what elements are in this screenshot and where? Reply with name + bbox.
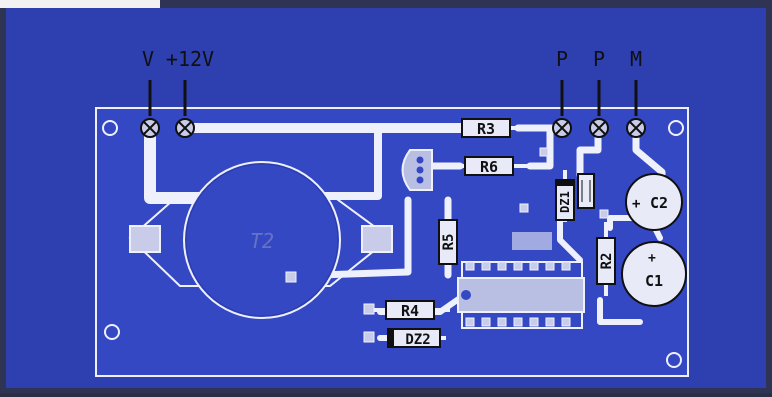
mount-pad-left <box>129 225 161 253</box>
mount-pad-right <box>361 225 393 253</box>
c2-plus: + <box>632 196 640 212</box>
c1-plus: + <box>648 251 656 266</box>
trace-ground <box>597 297 643 325</box>
dz2-label: DZ2 <box>405 332 430 348</box>
resistor-r2: R2 <box>596 222 616 296</box>
terminal-leaders <box>148 80 638 116</box>
label-p2: P <box>593 47 605 71</box>
capacitor-small <box>577 173 595 209</box>
r4-label: R4 <box>401 302 419 320</box>
ic-pins-bottom <box>465 317 571 327</box>
trace-r6-right <box>526 124 554 170</box>
c2-label: C2 <box>650 194 668 212</box>
label-p1: P <box>556 47 568 71</box>
terminal-labels: V +12V P P M <box>142 47 642 71</box>
zener-dz2: DZ2 <box>378 328 446 348</box>
terminal-pad-m <box>626 118 646 138</box>
solder-pads <box>285 147 609 343</box>
resistor-r3: R3 <box>440 118 518 138</box>
r3-label: R3 <box>477 120 495 138</box>
ic-pad-area <box>512 232 552 250</box>
ic-pins-top <box>465 261 571 271</box>
ic-outline-bottom <box>461 311 583 329</box>
to3-inner-ring <box>185 163 339 317</box>
c1-label: C1 <box>645 272 663 290</box>
r5-label: R5 <box>441 234 457 251</box>
to3-body <box>183 161 341 319</box>
capacitor-c2: + C2 <box>625 173 683 231</box>
mounting-holes <box>102 120 684 368</box>
r2-label: R2 <box>599 253 615 270</box>
label-12v: +12V <box>166 47 214 71</box>
mount-hole-br <box>666 352 682 368</box>
dz1-label: DZ1 <box>558 191 572 213</box>
resistor-r6: R6 <box>445 156 530 176</box>
trace-p2 <box>576 124 602 179</box>
ic-notch <box>461 290 471 300</box>
transistor-t2: T2 <box>128 161 393 319</box>
resistor-r4: R4 <box>370 300 450 320</box>
terminal-pad-p1 <box>552 118 572 138</box>
zener-dz1: DZ1 <box>555 170 575 222</box>
terminal-pads <box>140 118 646 138</box>
top-white-strip <box>0 0 160 8</box>
ic-body <box>457 277 585 313</box>
r6-label: R6 <box>480 158 498 176</box>
terminal-pad-v <box>140 118 160 138</box>
mount-hole-bl <box>104 324 120 340</box>
small-transistor <box>401 149 433 191</box>
terminal-pad-12v <box>175 118 195 138</box>
mount-hole-tr <box>668 120 684 136</box>
label-m: M <box>630 47 642 71</box>
mount-hole-tl <box>102 120 118 136</box>
t2-label: T2 <box>250 229 274 253</box>
capacitor-c1: + C1 <box>621 241 687 307</box>
trace-v <box>144 122 216 204</box>
terminal-pad-p2 <box>589 118 609 138</box>
resistor-r5: R5 <box>438 205 458 275</box>
trace-dz1-down <box>557 212 583 263</box>
label-v: V <box>142 47 154 71</box>
